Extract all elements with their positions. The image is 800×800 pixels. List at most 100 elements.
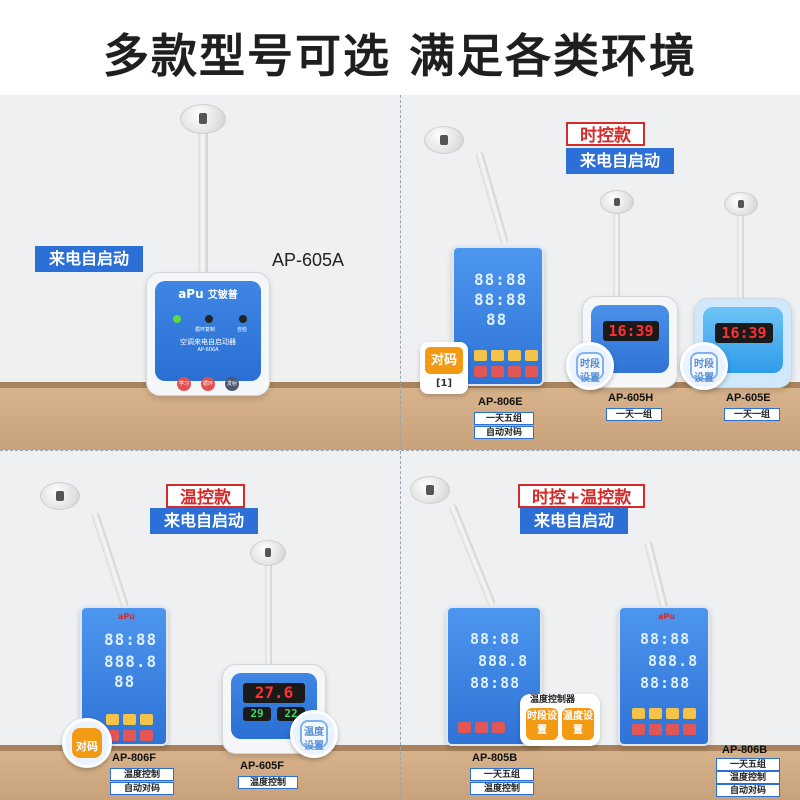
tl-indicator-right — [239, 315, 247, 323]
br-805b-tag-caption: 温度控制器 — [530, 695, 576, 705]
bl-605f-cable — [265, 560, 272, 670]
br-805b-lcd-row-1: 88:88 — [470, 630, 521, 648]
tr-605h-sensor — [600, 190, 634, 214]
bl-605f-display-left: 29 — [243, 707, 271, 721]
tr-605e-display: 16:39 — [715, 323, 773, 343]
tr-badge: 来电自启动 — [566, 148, 675, 174]
tr-605e-tag-label: 时段设置 — [690, 352, 718, 384]
br-805b-tag-time[interactable]: 时段设置 — [526, 708, 558, 740]
br-805b-keys — [458, 722, 505, 733]
bl-806f-lcd-row-3: 88 — [114, 672, 136, 691]
tr-806e-panel: 88:88 88:88 88 — [452, 246, 544, 386]
tr-806e-tag-sub: [1] — [435, 378, 453, 389]
tr-806e-tag-label: 对码 — [425, 347, 463, 374]
bl-806f-key-6[interactable] — [140, 730, 153, 741]
tr-806e-lcd-row-3: 88 — [486, 310, 508, 329]
tl-sensor-head — [180, 104, 226, 134]
tr-605h-model: AP-605H — [608, 392, 654, 404]
br-806b-key-2[interactable] — [649, 708, 662, 719]
bl-806f-key-1[interactable] — [106, 714, 119, 725]
br-806b-key-8[interactable] — [683, 724, 696, 735]
br-805b-tag-group: 温度控制器 时段设置 温度设置 — [520, 694, 600, 746]
br-806b-lcd-row-1: 88:88 — [640, 630, 691, 648]
tl-brand: aPu — [178, 287, 204, 301]
tl-brand-logo: aPu 艾铍普 — [155, 286, 261, 301]
bl-806f-key-3[interactable] — [140, 714, 153, 725]
br-806b-key-6[interactable] — [649, 724, 662, 735]
tr-806e-key-8[interactable] — [525, 366, 538, 377]
br-805b-feature-1: 一天五组 — [470, 768, 534, 781]
br-806b-key-3[interactable] — [666, 708, 679, 719]
tl-btn-cycle[interactable]: 循环 — [201, 377, 215, 391]
bl-806f-model: AP-806F — [112, 752, 157, 764]
tr-806e-key-1[interactable] — [474, 350, 487, 361]
bl-806f-keys — [106, 714, 153, 725]
tr-605h-feature-1: 一天一组 — [606, 408, 662, 421]
br-806b-brand: aPu — [658, 612, 675, 621]
tr-605e-feature-1: 一天一组 — [724, 408, 780, 421]
tr-806e-key-2[interactable] — [491, 350, 504, 361]
tl-device-face: aPu 艾铍普 循环复制 自检 空调来电自启动器 AP-606A — [155, 281, 261, 381]
bl-806f-tag[interactable]: 对码 — [62, 718, 112, 768]
tl-btn-send[interactable]: 发射 — [225, 377, 239, 391]
tr-605e-tag[interactable]: 时段设置 — [680, 342, 728, 390]
br-806b-key-4[interactable] — [683, 708, 696, 719]
br-805b-model: AP-805B — [472, 752, 518, 764]
bl-806f-sensor — [40, 482, 80, 510]
tr-605e-sensor — [724, 192, 758, 216]
br-806b-model: AP-806B — [722, 744, 768, 756]
br-805b-key-1[interactable] — [458, 722, 471, 733]
divider-vertical — [400, 95, 401, 800]
bl-605f-tag[interactable]: 温度设置 — [290, 710, 338, 758]
br-806b-lcd-row-2: 888.8 — [648, 652, 699, 670]
tl-brand-cn: 艾铍普 — [207, 290, 238, 301]
tl-btn-learn[interactable]: 学习 — [177, 377, 191, 391]
bl-806f-feature-2: 自动对码 — [110, 782, 174, 795]
br-sensor-head — [410, 476, 450, 504]
tr-806e-tag[interactable]: 对码 [1] — [420, 342, 468, 394]
tr-605h-tag-label: 时段设置 — [576, 352, 604, 384]
tr-806e-keys-2 — [474, 366, 538, 377]
bl-806f-feature-1: 温度控制 — [110, 768, 174, 781]
tr-806e-key-3[interactable] — [508, 350, 521, 361]
tr-806e-feature-1: 一天五组 — [474, 412, 534, 425]
bl-806f-lcd-row-1: 88:88 — [104, 630, 158, 649]
tr-605h-display: 16:39 — [603, 321, 659, 341]
tr-806e-key-4[interactable] — [525, 350, 538, 361]
headline: 多款型号可选 满足各类环境 — [102, 29, 697, 83]
br-806b-feature-1: 一天五组 — [716, 758, 780, 771]
br-805b-lcd-row-3: 88:88 — [470, 674, 521, 692]
tr-806e-feature-2: 自动对码 — [474, 426, 534, 439]
br-805b-key-2[interactable] — [475, 722, 488, 733]
bl-badge: 来电自启动 — [150, 508, 259, 534]
tr-806e-key-5[interactable] — [474, 366, 487, 377]
tr-605h-cable — [613, 208, 620, 298]
br-806b-lcd-row-3: 88:88 — [640, 674, 691, 692]
bl-605f-tag-label: 温度设置 — [300, 720, 328, 752]
br-806b-key-5[interactable] — [632, 724, 645, 735]
tl-indicator-label-3: 自检 — [237, 327, 248, 333]
bl-806f-panel: aPu 88:88 888.8 88 — [80, 606, 168, 746]
divider-horizontal — [0, 450, 800, 451]
tr-605h-tag[interactable]: 时段设置 — [566, 342, 614, 390]
br-badge: 来电自启动 — [520, 508, 629, 534]
br-806b-key-1[interactable] — [632, 708, 645, 719]
bl-806f-tag-label: 对码 — [72, 728, 102, 758]
bl-806f-key-5[interactable] — [123, 730, 136, 741]
br-806b-keys-2 — [632, 724, 696, 735]
br-805b-tag-temp[interactable]: 温度设置 — [562, 708, 594, 740]
bl-605f-model: AP-605F — [240, 760, 285, 772]
tr-806e-key-6[interactable] — [491, 366, 504, 377]
tr-605e-cable — [737, 212, 744, 302]
tr-806e-key-7[interactable] — [508, 366, 521, 377]
tr-806e-sensor — [424, 126, 464, 154]
tl-model: AP-605A — [272, 250, 345, 270]
tl-device: aPu 艾铍普 循环复制 自检 空调来电自启动器 AP-606A 学习 循环 发… — [146, 272, 270, 396]
tr-605e-model: AP-605E — [726, 392, 771, 404]
bl-806f-key-2[interactable] — [123, 714, 136, 725]
br-805b-feature-2: 温度控制 — [470, 782, 534, 795]
br-806b-key-7[interactable] — [666, 724, 679, 735]
br-805b-key-3[interactable] — [492, 722, 505, 733]
tl-product-model: AP-606A — [197, 347, 219, 353]
bl-806f-key-4[interactable] — [106, 730, 119, 741]
